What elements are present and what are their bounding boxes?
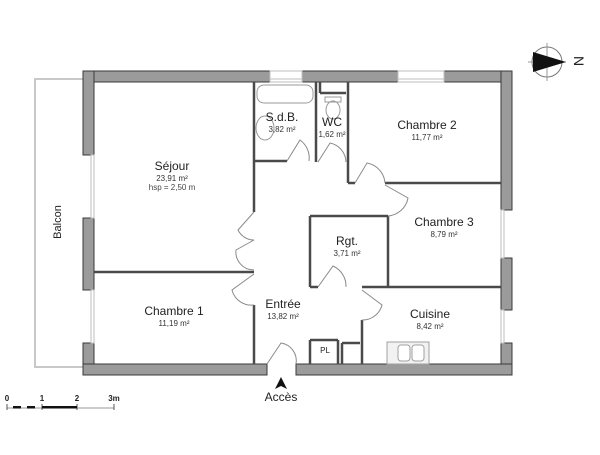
bathtub <box>256 84 314 104</box>
scale-bar <box>6 404 115 410</box>
room-area: 13,82 m² <box>267 311 299 321</box>
room-name: Chambre 1 <box>144 304 204 318</box>
interior-partitions <box>94 82 501 364</box>
washbasin <box>255 115 275 141</box>
room-chambre-2: Chambre 2 11,77 m² <box>397 118 457 142</box>
room-area: 1,62 m² <box>318 129 346 139</box>
room-area: 11,19 m² <box>158 318 190 328</box>
room-rangement: Rgt. 3,71 m² <box>333 234 361 258</box>
room-area: 23,91 m² <box>156 173 188 183</box>
access-label: Accès <box>264 390 298 404</box>
north-label: N <box>571 55 588 67</box>
room-area: 8,42 m² <box>416 321 444 331</box>
windows <box>90 70 505 344</box>
room-chambre-3: Chambre 3 8,79 m² <box>414 215 474 239</box>
room-name: S.d.B. <box>265 110 299 124</box>
room-name: Cuisine <box>409 307 451 321</box>
scale-tick-1: 1 <box>39 394 45 403</box>
room-name: Séjour <box>154 159 190 173</box>
room-chambre-1: Chambre 1 11,19 m² <box>144 304 204 328</box>
ceiling-height: hsp = 2,50 m <box>148 182 196 192</box>
scale-tick-0: 0 <box>4 394 10 403</box>
room-entree: Entrée 13,82 m² <box>265 297 301 321</box>
exterior-walls <box>82 70 513 376</box>
scale-tick-2: 2 <box>74 394 80 403</box>
room-area: 3,82 m² <box>268 124 296 134</box>
door-swings <box>231 139 409 365</box>
room-name: Chambre 3 <box>414 215 474 229</box>
room-name: Entrée <box>265 297 301 311</box>
scale-tick-3: 3m <box>108 394 120 403</box>
access-arrow-icon <box>275 377 287 389</box>
room-name: WC <box>322 115 342 129</box>
room-area: 8,79 m² <box>430 229 458 239</box>
north-compass-icon <box>528 43 566 81</box>
room-cuisine: Cuisine 8,42 m² <box>409 307 451 331</box>
room-wc: WC 1,62 m² <box>318 115 346 139</box>
toilet <box>324 96 342 120</box>
room-area: 3,71 m² <box>333 248 361 258</box>
kitchen-sink <box>386 341 430 365</box>
room-sdb: S.d.B. 3,82 m² <box>265 110 299 134</box>
room-sejour: Séjour 23,91 m² hsp = 2,50 m <box>148 159 196 192</box>
room-name: Chambre 2 <box>397 118 457 132</box>
closet-label: PL <box>320 346 330 355</box>
balcony-outline <box>34 78 83 368</box>
balcony-label: Balcon <box>52 205 64 239</box>
room-area: 11,77 m² <box>411 132 443 142</box>
room-name: Rgt. <box>335 234 358 248</box>
